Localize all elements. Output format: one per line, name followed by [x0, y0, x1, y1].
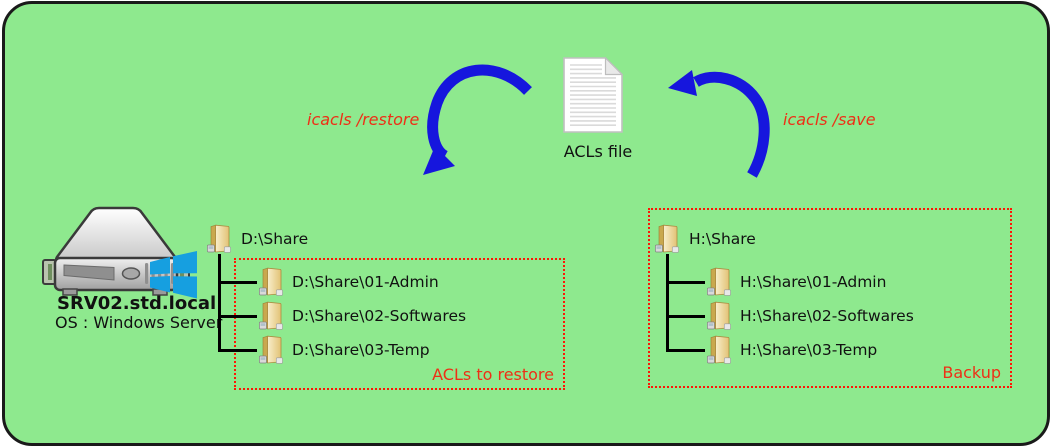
tree-branch-line	[218, 281, 257, 284]
icacls-save-label: icacls /save	[783, 110, 876, 129]
backup-box: Backup	[648, 208, 1012, 388]
folder-row: D:\Share\02-Softwares	[259, 301, 466, 330]
folder-path-label: D:\Share	[241, 229, 309, 248]
tree-branch-line	[666, 315, 705, 318]
folder-path-label: H:\Share\02-Softwares	[740, 306, 914, 325]
tree-branch-line	[666, 349, 705, 352]
folder-icon	[655, 224, 679, 253]
folder-icon	[259, 267, 283, 296]
folder-row: D:\Share\01-Admin	[259, 267, 439, 296]
restore-box-label: ACLs to restore	[432, 365, 554, 384]
tree-trunk-line	[218, 254, 221, 352]
tree-branch-line	[218, 315, 257, 318]
acls-file-label: ACLs file	[563, 142, 633, 161]
folder-row-root: D:\Share	[207, 224, 308, 253]
save-arrow-icon	[668, 70, 770, 178]
document-icon	[563, 57, 623, 133]
folder-row-root: H:\Share	[655, 224, 756, 253]
folder-row: H:\Share\03-Temp	[707, 335, 877, 364]
folder-icon	[259, 301, 283, 330]
folder-path-label: H:\Share	[689, 229, 756, 248]
backup-box-label: Backup	[942, 363, 1001, 382]
server-os-label: OS : Windows Server	[55, 313, 223, 332]
folder-path-label: D:\Share\03-Temp	[292, 340, 430, 359]
restore-arrow-icon	[423, 64, 532, 175]
folder-icon	[259, 335, 283, 364]
tree-trunk-line	[666, 254, 669, 352]
server-name-label: SRV02.std.local	[57, 293, 217, 314]
folder-path-label: D:\Share\01-Admin	[292, 272, 439, 291]
folder-icon	[707, 301, 731, 330]
windows-logo-icon	[150, 251, 197, 299]
folder-icon	[707, 335, 731, 364]
folder-icon	[207, 224, 231, 253]
folder-path-label: D:\Share\02-Softwares	[292, 306, 467, 325]
folder-path-label: H:\Share\01-Admin	[740, 272, 887, 291]
folder-row: D:\Share\03-Temp	[259, 335, 430, 364]
folder-path-label: H:\Share\03-Temp	[740, 340, 878, 359]
tree-branch-line	[218, 349, 257, 352]
folder-row: H:\Share\01-Admin	[707, 267, 886, 296]
folder-icon	[707, 267, 731, 296]
icacls-restore-label: icacls /restore	[307, 110, 420, 129]
tree-branch-line	[666, 281, 705, 284]
restore-box: ACLs to restore	[234, 258, 565, 390]
folder-row: H:\Share\02-Softwares	[707, 301, 914, 330]
